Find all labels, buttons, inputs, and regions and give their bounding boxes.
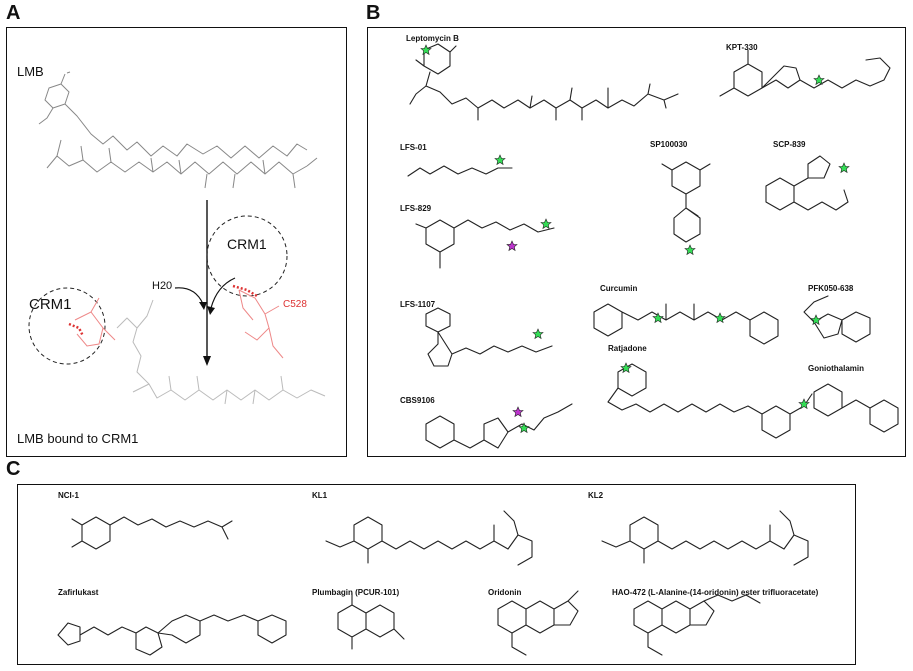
panel-c-structures <box>57 510 809 656</box>
reaction-arrowhead <box>203 356 211 366</box>
name-ratjadone: Ratjadone <box>608 344 647 353</box>
kl2-structure <box>601 510 809 566</box>
lfs-829-structure <box>415 218 555 269</box>
panel-c-label: C <box>6 458 21 480</box>
name-kl1: KL1 <box>312 491 328 500</box>
name-goniothalamin: Goniothalamin <box>808 364 864 373</box>
zafirlukast-structure <box>57 614 287 656</box>
h2o-arrow <box>174 287 204 305</box>
name-oridonin: Oridonin <box>488 588 522 597</box>
sp100030-structure <box>661 161 711 255</box>
name-hao-472: HAO-472 (L-Alanine-(14-oridonin) ester t… <box>612 588 819 597</box>
lfs-01-structure <box>407 154 513 177</box>
crm1-to-center-arrow <box>210 277 236 309</box>
name-leptomycin-b: Leptomycin B <box>406 34 459 43</box>
cbs9106-structure <box>425 403 573 449</box>
kpt-330-structure <box>719 49 891 97</box>
nci-1-structure <box>71 516 233 550</box>
panel-b-structures <box>407 43 899 449</box>
name-lfs-01: LFS-01 <box>400 143 427 152</box>
oridonin-structure <box>497 590 579 656</box>
crm1-right-label: CRM1 <box>227 236 267 252</box>
lmb-structure <box>38 71 318 189</box>
c528-residue-label: C528 <box>283 299 307 310</box>
panel-a: LMB CRM1 CRM1 H20 C528 LMB bound to CRM1 <box>6 27 347 457</box>
name-nci-1: NCI-1 <box>58 491 79 500</box>
kl1-structure <box>325 510 533 566</box>
leptomycin-b-structure <box>409 43 679 121</box>
crm1-left-circle <box>28 287 106 365</box>
curcumin-structure <box>593 303 779 345</box>
name-zafirlukast: Zafirlukast <box>58 588 99 597</box>
name-scp-839: SCP-839 <box>773 140 806 149</box>
panel-c: NCI-1 KL1 KL2 Zafirlukast Plumbagin (PCU… <box>17 484 856 665</box>
scp-839-structure <box>765 155 850 211</box>
panel-b-label: B <box>366 2 381 24</box>
lmb-title: LMB <box>17 64 44 79</box>
panel-a-label: A <box>6 2 21 24</box>
hao-472-structure <box>633 594 761 656</box>
name-curcumin: Curcumin <box>600 284 638 293</box>
plumbagin-structure <box>337 592 405 650</box>
h2o-label: H20 <box>152 280 173 292</box>
name-sp100030: SP100030 <box>650 140 688 149</box>
panel-b: Leptomycin B KPT-330 LFS-01 SP100030 SCP… <box>367 27 906 457</box>
lmb-bound-title: LMB bound to CRM1 <box>17 431 139 446</box>
name-cbs9106: CBS9106 <box>400 396 435 405</box>
name-pfk050-638: PFK050-638 <box>808 284 854 293</box>
lfs-1107-structure <box>425 307 553 367</box>
name-kl2: KL2 <box>588 491 604 500</box>
name-lfs-829: LFS-829 <box>400 204 432 213</box>
name-kpt-330: KPT-330 <box>726 43 758 52</box>
goniothalamin-structure <box>798 383 899 433</box>
crm1-right-circle <box>206 215 288 297</box>
pfk050-638-structure <box>803 295 871 343</box>
panel-a-scheme <box>28 71 326 405</box>
ratjadone-structure <box>607 362 813 439</box>
name-plumbagin: Plumbagin (PCUR-101) <box>312 588 400 597</box>
name-lfs-1107: LFS-1107 <box>400 300 436 309</box>
